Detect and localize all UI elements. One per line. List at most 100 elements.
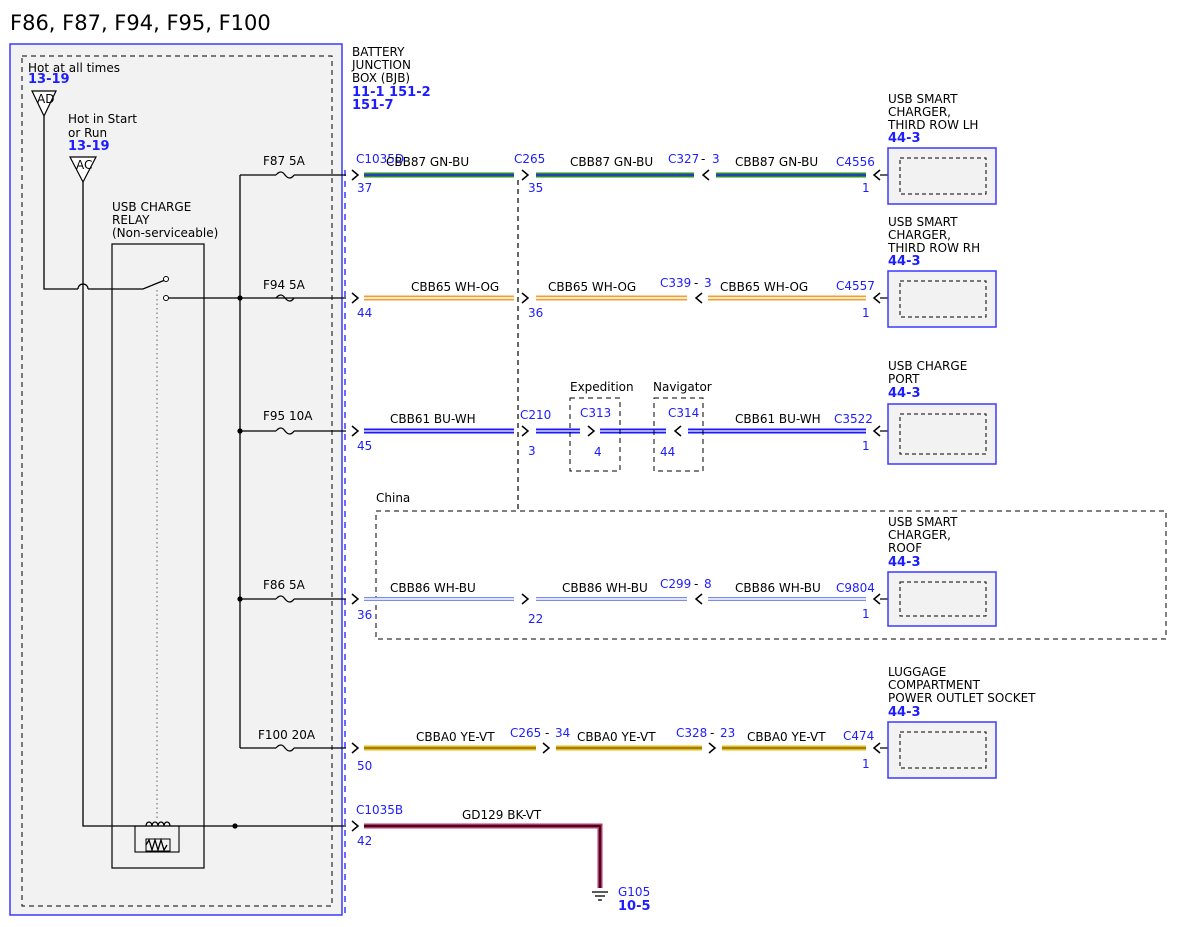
pin-label: 44 [357, 306, 372, 320]
device-luggage-power-outlet[interactable]: LUGGAGE COMPARTMENT POWER OUTLET SOCKET … [887, 665, 1036, 779]
device-usb-charger-third-row-rh[interactable]: USB SMART CHARGER, THIRD ROW RH 44-3 [887, 215, 997, 328]
connector-c9804[interactable]: C9804 [836, 581, 875, 595]
connector-c4556[interactable]: C4556 [836, 155, 875, 169]
device-label: THIRD ROW LH [887, 118, 978, 132]
wire-label: CBB86 WH-BU [735, 581, 821, 595]
connector-c210[interactable]: C210 [520, 408, 551, 422]
device-label: POWER OUTLET SOCKET [888, 691, 1036, 705]
device-usb-charge-port[interactable]: USB CHARGE PORT 44-3 [887, 359, 997, 465]
connector-c313[interactable]: C313 [580, 406, 611, 420]
fuse-f87-label: F87 5A [263, 154, 306, 168]
region-china-box [375, 510, 1167, 640]
supply-ad-icon [31, 90, 57, 118]
fuse-f86: F86 5A [240, 578, 346, 603]
connector-c299[interactable]: C299 [660, 577, 691, 591]
wire-label: CBBA0 YE-VT [416, 730, 495, 744]
hot-always-label: Hot at all times [28, 61, 120, 75]
svg-text:-: - [710, 726, 714, 740]
hot-run-label-2: or Run [68, 126, 107, 140]
wire-label: CBB87 GN-BU [735, 155, 818, 169]
region-china-label: China [376, 491, 410, 505]
device-ref[interactable]: 44-3 [888, 555, 921, 570]
circuit-row-3: 45 CBB61 BU-WH C210 3 Expedition C313 4 … [351, 380, 900, 472]
device-usb-charger-roof[interactable]: USB SMART CHARGER, ROOF 44-3 [887, 515, 997, 627]
connector-c4557[interactable]: C4557 [836, 279, 875, 293]
circuit-row-4: 36 CBB86 WH-BU 22 CBB86 WH-BU C299 - 8 C… [351, 577, 900, 626]
pin-label: 45 [357, 439, 372, 453]
connector-c327[interactable]: C327 [668, 152, 699, 166]
connector-c3522[interactable]: C3522 [834, 412, 873, 426]
pin-label: 36 [357, 608, 372, 622]
expedition-label: Expedition [570, 380, 634, 394]
pin-label: 8 [704, 577, 712, 591]
connector-c474[interactable]: C474 [843, 729, 874, 743]
connector-c265[interactable]: C265 [514, 152, 545, 166]
connector-c1035d[interactable]: C1035D [356, 152, 404, 166]
connector-c265[interactable]: C265 [510, 726, 541, 740]
device-label: ROOF [888, 541, 922, 555]
connector-c314[interactable]: C314 [668, 406, 699, 420]
ground-icon [592, 891, 608, 901]
svg-text:-: - [545, 726, 549, 740]
pin-label: 44 [660, 445, 675, 459]
pin-label: 37 [357, 181, 372, 195]
pin-label: 3 [712, 152, 720, 166]
bjb-ref-1[interactable]: 11-1 151-2 [352, 85, 431, 100]
ground-g105[interactable]: G105 [618, 885, 650, 899]
connector-c339[interactable]: C339 [660, 276, 691, 290]
device-label: CHARGER, [888, 528, 951, 542]
bjb-outline [9, 43, 343, 916]
wire-label: CBB86 WH-BU [390, 581, 476, 595]
wire-label: CBB87 GN-BU [570, 155, 653, 169]
relay-label-3: (Non-serviceable) [112, 226, 218, 240]
circuit-row-2: 44 CBB65 WH-OG 36 CBB65 WH-OG C339 - 3 C… [351, 276, 900, 320]
hot-run-ref[interactable]: 13-19 [68, 139, 110, 154]
relay-switch [88, 279, 166, 290]
relay-label-2: RELAY [112, 213, 150, 227]
device-ref[interactable]: 44-3 [888, 131, 921, 146]
device-label: USB CHARGE [888, 359, 967, 373]
device-label: LUGGAGE [888, 665, 946, 679]
pin-label: 34 [555, 726, 570, 740]
fuse-f87: F87 5A [240, 154, 346, 179]
pin-label: 4 [594, 445, 602, 459]
bjb-inner-outline [21, 55, 333, 907]
device-label: CHARGER, [888, 105, 951, 119]
navigator-label: Navigator [653, 380, 712, 394]
wire-label: CBB87 GN-BU [386, 155, 469, 169]
hot-always-ref[interactable]: 13-19 [28, 72, 70, 87]
fuse-f86-label: F86 5A [263, 578, 306, 592]
device-label: USB SMART [888, 215, 958, 229]
device-ref[interactable]: 44-3 [888, 705, 921, 720]
fuse-f94-label: F94 5A [263, 278, 306, 292]
wire-label: CBBA0 YE-VT [577, 730, 656, 744]
wire-label: GD129 BK-VT [462, 808, 542, 822]
pin-label: 36 [528, 306, 543, 320]
device-usb-charger-third-row-lh[interactable]: USB SMART CHARGER, THIRD ROW LH 44-3 [887, 92, 997, 205]
supply-ac-symbol: AC [76, 158, 92, 172]
circuit-row-1: C1035D 37 CBB87 GN-BU C265 35 CBB87 GN-B… [351, 152, 900, 195]
device-label: COMPARTMENT [888, 678, 981, 692]
pin-label: 50 [357, 759, 372, 773]
fuse-f95: F95 10A [240, 409, 346, 435]
connector-c1035b[interactable]: C1035B [356, 803, 403, 817]
bjb-label-3: BOX (BJB) [352, 71, 410, 85]
device-ref[interactable]: 44-3 [888, 254, 921, 269]
page-title: F86, F87, F94, F95, F100 [10, 11, 271, 35]
device-ref[interactable]: 44-3 [888, 386, 921, 401]
device-label: CHARGER, [888, 228, 951, 242]
bjb-label-2: JUNCTION [351, 58, 411, 72]
pin-label: 35 [528, 181, 543, 195]
fuse-f95-label: F95 10A [263, 409, 313, 423]
bjb-label-1: BATTERY [352, 45, 405, 59]
bjb-ref-2[interactable]: 151-7 [352, 98, 394, 113]
svg-text:-: - [701, 152, 705, 166]
pin-label: 42 [357, 834, 372, 848]
ground-ref[interactable]: 10-5 [618, 899, 651, 914]
fuse-f100-label: F100 20A [258, 728, 316, 742]
connector-c328[interactable]: C328 [676, 726, 707, 740]
supply-ac-icon [69, 156, 97, 184]
pin-label: 1 [862, 181, 870, 195]
device-label: USB SMART [888, 515, 958, 529]
